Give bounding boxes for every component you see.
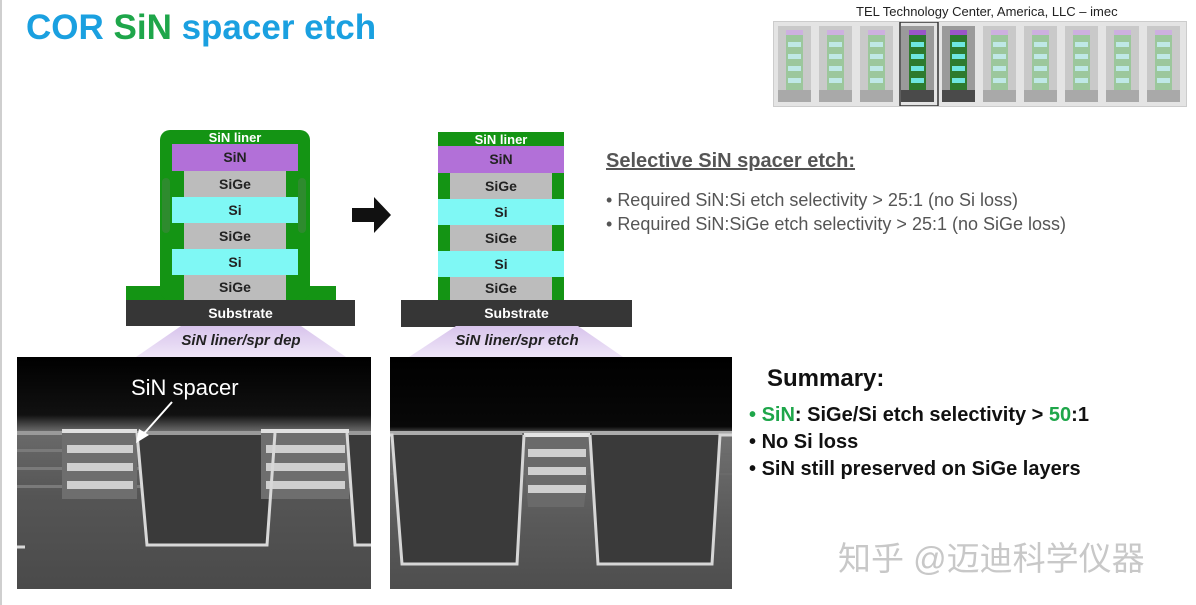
left-border-line (0, 0, 2, 605)
left-liner-bump-2 (298, 178, 306, 233)
summary-item-1-sin: SiN (761, 404, 795, 426)
right-liner-label: SiN liner (474, 132, 528, 147)
right-substrate: Substrate (401, 300, 632, 327)
title-prefix: COR (26, 8, 114, 47)
right-arrow-icon (352, 197, 391, 233)
left-liner-bump-1 (162, 178, 170, 233)
selective-bullet-2: • Required SiN:SiGe etch selectivity > 2… (606, 214, 1067, 234)
right-caption: SiN liner/spr etch (455, 332, 579, 349)
left-layer-sige-2: SiGe (184, 223, 286, 249)
summary-bullet-1: • (749, 404, 762, 426)
selective-bullet-1: • Required SiN:Si etch selectivity > 25:… (606, 190, 1018, 210)
right-layer-sige-3: SiGe (450, 277, 552, 300)
slide-title: COR SiN spacer etch (26, 8, 376, 48)
left-stack-diagram: SiN liner SiN SiGe Si SiGe Si SiGe Subst… (126, 128, 356, 328)
summary-item-1-end: :1 (1071, 404, 1089, 426)
selective-bullet-1-text: Required SiN:Si etch selectivity > 25:1 … (617, 190, 1018, 210)
watermark: 知乎 @迈迪科学仪器 (838, 540, 1145, 577)
summary-item-1-mid: : SiGe/Si etch selectivity > (794, 404, 1049, 426)
process-thumbnail-strip (773, 21, 1187, 107)
right-stack-diagram: SiN liner SiN SiGe Si SiGe Si SiGe Subst… (401, 132, 633, 328)
left-layer-si-1: Si (172, 197, 298, 223)
right-layer-sige-2: SiGe (450, 225, 552, 251)
summary-item-3: • SiN still preserved on SiGe layers (749, 458, 1081, 480)
right-layer-si-1: Si (438, 199, 564, 225)
credit-text: TEL Technology Center, America, LLC – im… (856, 4, 1118, 19)
left-substrate: Substrate (126, 300, 355, 326)
title-suffix: spacer etch (171, 8, 377, 47)
right-layer-sin: SiN (438, 146, 564, 173)
summary-item-2-text: No Si loss (761, 431, 859, 453)
summary-item-3-text: SiN still preserved on SiGe layers (761, 458, 1081, 480)
left-layer-sige-1: SiGe (184, 171, 286, 197)
right-layer-sige-1: SiGe (450, 173, 552, 199)
summary-item-1-num: 50 (1048, 404, 1072, 426)
sem-image-left: SiN spacer (17, 357, 371, 589)
right-liner-top (438, 132, 564, 146)
sem-annotation-sin-spacer: SiN spacer (131, 375, 239, 400)
summary-heading: Summary: (767, 365, 885, 392)
sem-image-right (390, 357, 732, 589)
right-caption-trapezoid (409, 326, 623, 357)
selective-bullet-2-text: Required SiN:SiGe etch selectivity > 25:… (617, 214, 1067, 234)
left-liner-label: SiN liner (208, 130, 262, 145)
left-layer-sin: SiN (172, 144, 298, 171)
summary-item-2: • No Si loss (749, 431, 859, 453)
selective-heading: Selective SiN spacer etch: (606, 150, 856, 172)
left-caption-trapezoid (136, 326, 346, 357)
left-caption: SiN liner/spr dep (181, 332, 301, 349)
right-layer-si-2: Si (438, 251, 564, 277)
title-highlight: SiN (113, 8, 172, 47)
left-layer-sige-3: SiGe (184, 275, 286, 300)
summary-item-1: • SiN: SiGe/Si etch selectivity > 50:1 (749, 404, 1089, 427)
left-layer-si-2: Si (172, 249, 298, 275)
